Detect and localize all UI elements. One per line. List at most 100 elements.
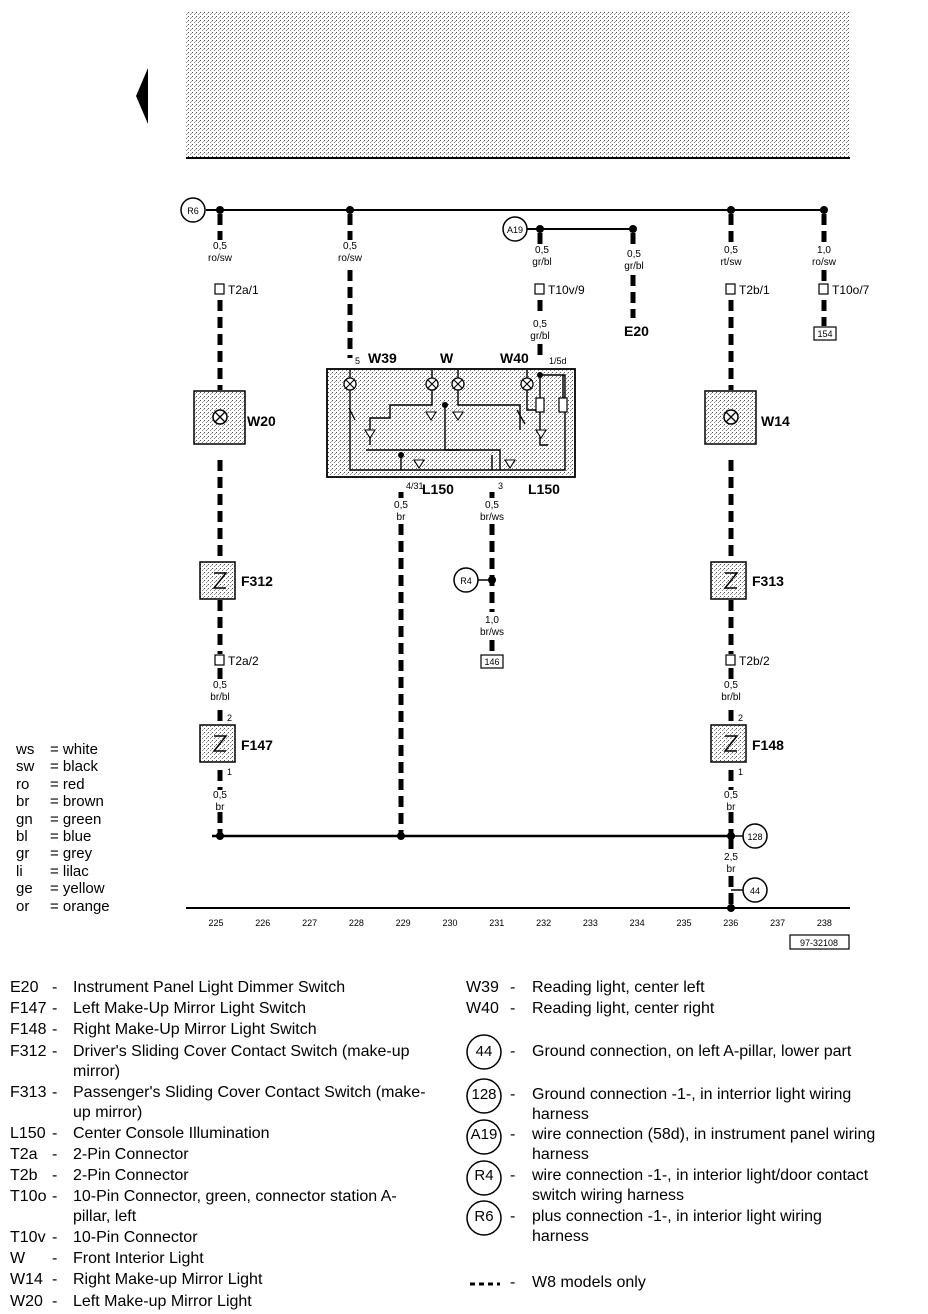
part-dash: - (52, 1084, 58, 1101)
part-description: Driver's Sliding Cover Contact Switch (m… (73, 1043, 410, 1080)
color-name: = brown (50, 793, 104, 811)
part-code: 128 (471, 1086, 497, 1103)
color-name: = grey (50, 845, 93, 863)
wire-225-low-size: 0,5 (213, 790, 227, 801)
pin-f147-2: 2 (227, 713, 232, 723)
component-f148: F148 (752, 737, 784, 753)
component-e20: E20 (624, 323, 649, 339)
color-name: = white (50, 741, 98, 758)
part-dash: - (52, 1043, 58, 1060)
track-number: 235 (676, 918, 691, 928)
color-legend-row: br= brown (16, 793, 110, 810)
color-name: = red (50, 775, 85, 793)
wire-228-color: ro/sw (338, 253, 363, 264)
wire-236-ground-color: br (727, 864, 737, 875)
part-dash: - (510, 1126, 516, 1143)
wire-234-size: 0,5 (627, 249, 641, 260)
wire-229-color: br (397, 512, 407, 523)
part-code: T10v (10, 1229, 46, 1246)
component-l150-right: L150 (528, 481, 560, 497)
part-code: R6 (474, 1208, 494, 1225)
wire-236-low-size: 0,5 (724, 790, 738, 801)
wire-232-mid-size: 0,5 (533, 319, 547, 330)
part-code: F147 (10, 1000, 47, 1017)
track-number: 233 (583, 918, 598, 928)
header-band (186, 12, 850, 158)
page-arrow-icon[interactable] (136, 68, 148, 124)
pin-3: 3 (498, 481, 503, 491)
wire-232-mid-color: gr/bl (530, 331, 549, 342)
wire-236-mid-size: 0,5 (724, 680, 738, 691)
part-description: W8 models only (532, 1274, 646, 1291)
pin-f148-1: 1 (738, 767, 743, 777)
wire-225-mid-size: 0,5 (213, 680, 227, 691)
component-w14: W14 (761, 413, 790, 429)
front-interior-light-module (326, 368, 576, 478)
color-legend-row: gn= green (16, 811, 110, 828)
part-description: 10-Pin Connector (73, 1229, 198, 1246)
part-code: F313 (10, 1084, 47, 1101)
part-dash: - (52, 1021, 58, 1038)
part-code: W39 (466, 979, 499, 996)
part-description: Center Console Illumination (73, 1125, 270, 1142)
color-code: bl (16, 828, 28, 846)
wire-236-low-color: br (727, 802, 737, 813)
part-dash: - (510, 979, 516, 996)
track-number: 234 (630, 918, 645, 928)
a19-marker: A19 (507, 225, 523, 235)
pin-f148-2: 2 (738, 713, 743, 723)
wire-236-ground-size: 2,5 (724, 852, 738, 863)
color-code: ws (16, 741, 35, 758)
part-code: T2a (10, 1146, 38, 1163)
component-f312: F312 (241, 573, 273, 589)
connector-t2a-2: T2a/2 (228, 654, 259, 668)
part-code: 44 (475, 1043, 493, 1060)
ref-154: 154 (817, 329, 832, 339)
part-description: Front Interior Light (73, 1250, 204, 1267)
wire-238-color: ro/sw (812, 257, 837, 268)
ref-146: 146 (484, 657, 499, 667)
component-f313: F313 (752, 573, 784, 589)
wire-236-top-size: 0,5 (724, 245, 738, 256)
color-legend-row: ws = white (16, 741, 110, 758)
part-dash: - (52, 1250, 58, 1267)
part-description: Passenger's Sliding Cover Contact Switch… (73, 1084, 426, 1121)
part-description: Reading light, center left (532, 979, 705, 996)
part-description: Ground connection, on left A-pillar, low… (532, 1043, 852, 1060)
part-dash: - (52, 1188, 58, 1205)
wire-225-top-color: ro/sw (208, 253, 233, 264)
component-w40: W40 (500, 350, 529, 366)
wire-231-upper-size: 0,5 (485, 500, 499, 511)
part-dash: - (52, 1167, 58, 1184)
connector-t2b-2: T2b/2 (739, 654, 770, 668)
part-dash: - (52, 1229, 58, 1246)
r4-marker: R4 (460, 576, 472, 586)
track-number: 227 (302, 918, 317, 928)
part-code: W (10, 1250, 26, 1267)
track-number: 237 (770, 918, 785, 928)
component-w39: W39 (368, 350, 397, 366)
color-legend-row: gr= grey (16, 845, 110, 862)
color-name: = blue (50, 828, 92, 846)
color-code: gn (16, 810, 33, 828)
part-dash: - (52, 1125, 58, 1142)
color-name: = yellow (50, 880, 105, 898)
track-number: 226 (255, 918, 270, 928)
part-dash: - (510, 1086, 516, 1103)
part-dash: - (510, 1043, 516, 1060)
diagram-id: 97-32108 (800, 938, 838, 948)
part-description: Left Make-Up Mirror Light Switch (73, 1000, 306, 1017)
wire-231-lower-size: 1,0 (485, 615, 499, 626)
wire-228-size: 0,5 (343, 241, 357, 252)
r6-marker: R6 (187, 206, 199, 216)
color-name: = lilac (50, 862, 89, 880)
color-name: = orange (50, 897, 110, 915)
connector-t10o-7: T10o/7 (832, 283, 870, 297)
part-code: L150 (10, 1125, 46, 1142)
part-dash: - (52, 1293, 58, 1310)
track-number: 231 (489, 918, 504, 928)
part-code: W14 (10, 1271, 43, 1288)
component-l150-left: L150 (422, 481, 454, 497)
part-description: Left Make-up Mirror Light (73, 1293, 252, 1310)
part-code: T10o (10, 1188, 47, 1205)
